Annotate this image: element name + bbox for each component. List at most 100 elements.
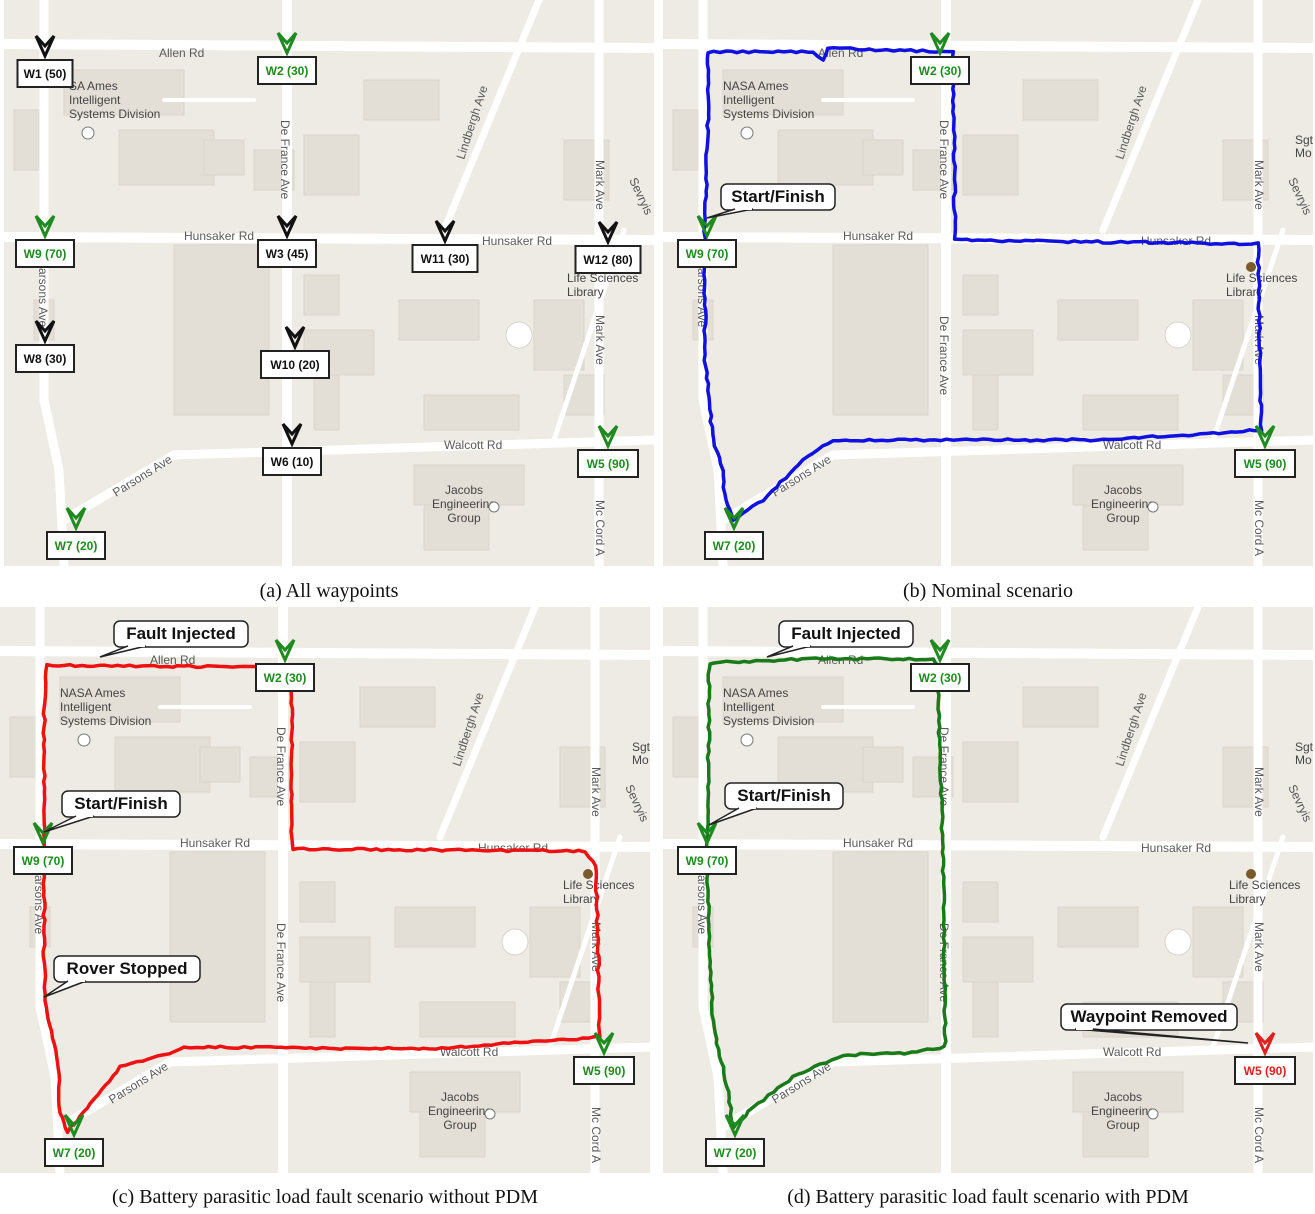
label-life-sciences: Library <box>1229 892 1266 906</box>
callout: Waypoint Removed <box>1060 1003 1249 1044</box>
label-hunsaker-rd-2: Hunsaker Rd <box>1141 841 1211 855</box>
waypoint-marker: W5 (90) <box>573 1031 635 1085</box>
label-hunsaker-rd-2: Hunsaker Rd <box>478 841 548 855</box>
waypoint-arrow-icon <box>724 1113 746 1139</box>
label-jacobs: Engineering <box>1091 497 1155 511</box>
label-walcott-rd: Walcott Rd <box>1103 1045 1161 1059</box>
callout-box <box>778 620 914 648</box>
museum-icon <box>81 126 95 140</box>
label-nasa: Intelligent <box>723 700 775 714</box>
callout-label: Start/Finish <box>731 187 825 206</box>
building <box>309 981 336 1038</box>
waypoint-label: W2 (30) <box>919 671 962 685</box>
waypoint-label: W8 (30) <box>24 352 67 366</box>
waypoint-box <box>910 56 970 85</box>
waypoint-label: W9 (70) <box>24 247 67 261</box>
callout: Fault Injected <box>99 620 249 658</box>
label-hunsaker-rd: Hunsaker Rd <box>180 836 250 850</box>
label-jacobs: Engineering <box>428 1104 492 1118</box>
callout: Rover Stopped <box>43 955 201 998</box>
label-defrance-ave: De France Ave <box>278 120 292 199</box>
building <box>423 504 490 551</box>
lindbergh-ave <box>440 0 543 234</box>
caption-d: (d) Battery parasitic load fault scenari… <box>787 1186 1189 1208</box>
label-jacobs: Group <box>447 511 481 525</box>
building <box>533 299 585 371</box>
building <box>13 109 45 171</box>
building <box>118 129 215 186</box>
waypoint-label: W5 (90) <box>1244 457 1287 471</box>
building <box>832 244 929 416</box>
building <box>962 329 1034 376</box>
building <box>722 676 844 723</box>
building <box>962 134 1019 196</box>
building <box>1072 464 1184 506</box>
label-mark-ave-2: Mark Ave <box>593 315 607 365</box>
waypoint-label: W7 (20) <box>53 1146 96 1160</box>
rover-path <box>41 662 602 1135</box>
label-jacobs: Engineering <box>1091 1104 1155 1118</box>
waypoint-marker: W5 (90) <box>577 424 639 478</box>
building <box>832 851 929 1023</box>
rover-path <box>702 45 1264 523</box>
label-nasa: Intelligent <box>723 93 775 107</box>
waypoint-arrow-icon <box>284 325 306 351</box>
waypoint-label: W9 (70) <box>686 854 729 868</box>
building <box>59 676 181 723</box>
label-nasa: Intelligent <box>69 93 121 107</box>
waypoint-marker: W9 (70) <box>15 214 75 268</box>
label-sgt: Mo <box>632 753 649 767</box>
waypoint-marker: W10 (20) <box>260 325 330 379</box>
waypoint-marker: W6 (10) <box>262 422 322 476</box>
waypoint-arrow-icon <box>34 34 56 60</box>
building <box>962 274 999 316</box>
label-mark-ave-2: Mark Ave <box>1252 922 1266 972</box>
label-hunsaker-rd: Hunsaker Rd <box>184 229 254 243</box>
waypoint-label: W5 (90) <box>1244 1064 1287 1078</box>
waypoint-marker: W1 (50) <box>16 34 74 88</box>
waypoint-label: W9 (70) <box>22 854 65 868</box>
waypoint-marker: W5 (90) <box>1234 1031 1296 1085</box>
label-jacobs: Jacobs <box>1104 1090 1142 1104</box>
building <box>962 881 999 923</box>
walcott-rd <box>718 1042 1313 1132</box>
callout-label: Start/Finish <box>737 786 831 805</box>
lindbergh-ave <box>436 607 539 841</box>
dome <box>505 321 533 349</box>
building <box>1057 906 1139 948</box>
callout-tail <box>99 645 147 658</box>
building <box>777 129 874 186</box>
waypoint-box <box>16 59 74 88</box>
waypoint-arrow-icon <box>929 638 951 664</box>
building <box>962 741 1019 803</box>
callout-box <box>1060 1003 1238 1031</box>
waypoint-arrow-icon <box>597 424 619 450</box>
callout-box <box>53 955 201 983</box>
building <box>862 746 904 783</box>
waypoint-box <box>573 1056 635 1085</box>
label-nasa: NASA Ames <box>60 686 125 700</box>
building <box>299 936 371 983</box>
waypoint-box <box>46 531 106 560</box>
building <box>419 1111 486 1158</box>
callout: Fault Injected <box>766 620 914 658</box>
label-hunsaker-rd: Hunsaker Rd <box>843 229 913 243</box>
label-defrance-ave: De France Ave <box>274 727 288 806</box>
building <box>1082 1111 1149 1158</box>
label-hunsaker-rd-2: Hunsaker Rd <box>482 234 552 248</box>
caption-b: (b) Nominal scenario <box>903 580 1073 602</box>
label-sgt: Sgt <box>1295 740 1313 754</box>
callout-box <box>724 782 844 810</box>
label-jacobs: Jacobs <box>445 483 483 497</box>
waypoint-label: W2 (30) <box>264 671 307 685</box>
building <box>423 394 520 431</box>
building <box>1022 686 1099 728</box>
waypoint-box <box>257 239 317 268</box>
